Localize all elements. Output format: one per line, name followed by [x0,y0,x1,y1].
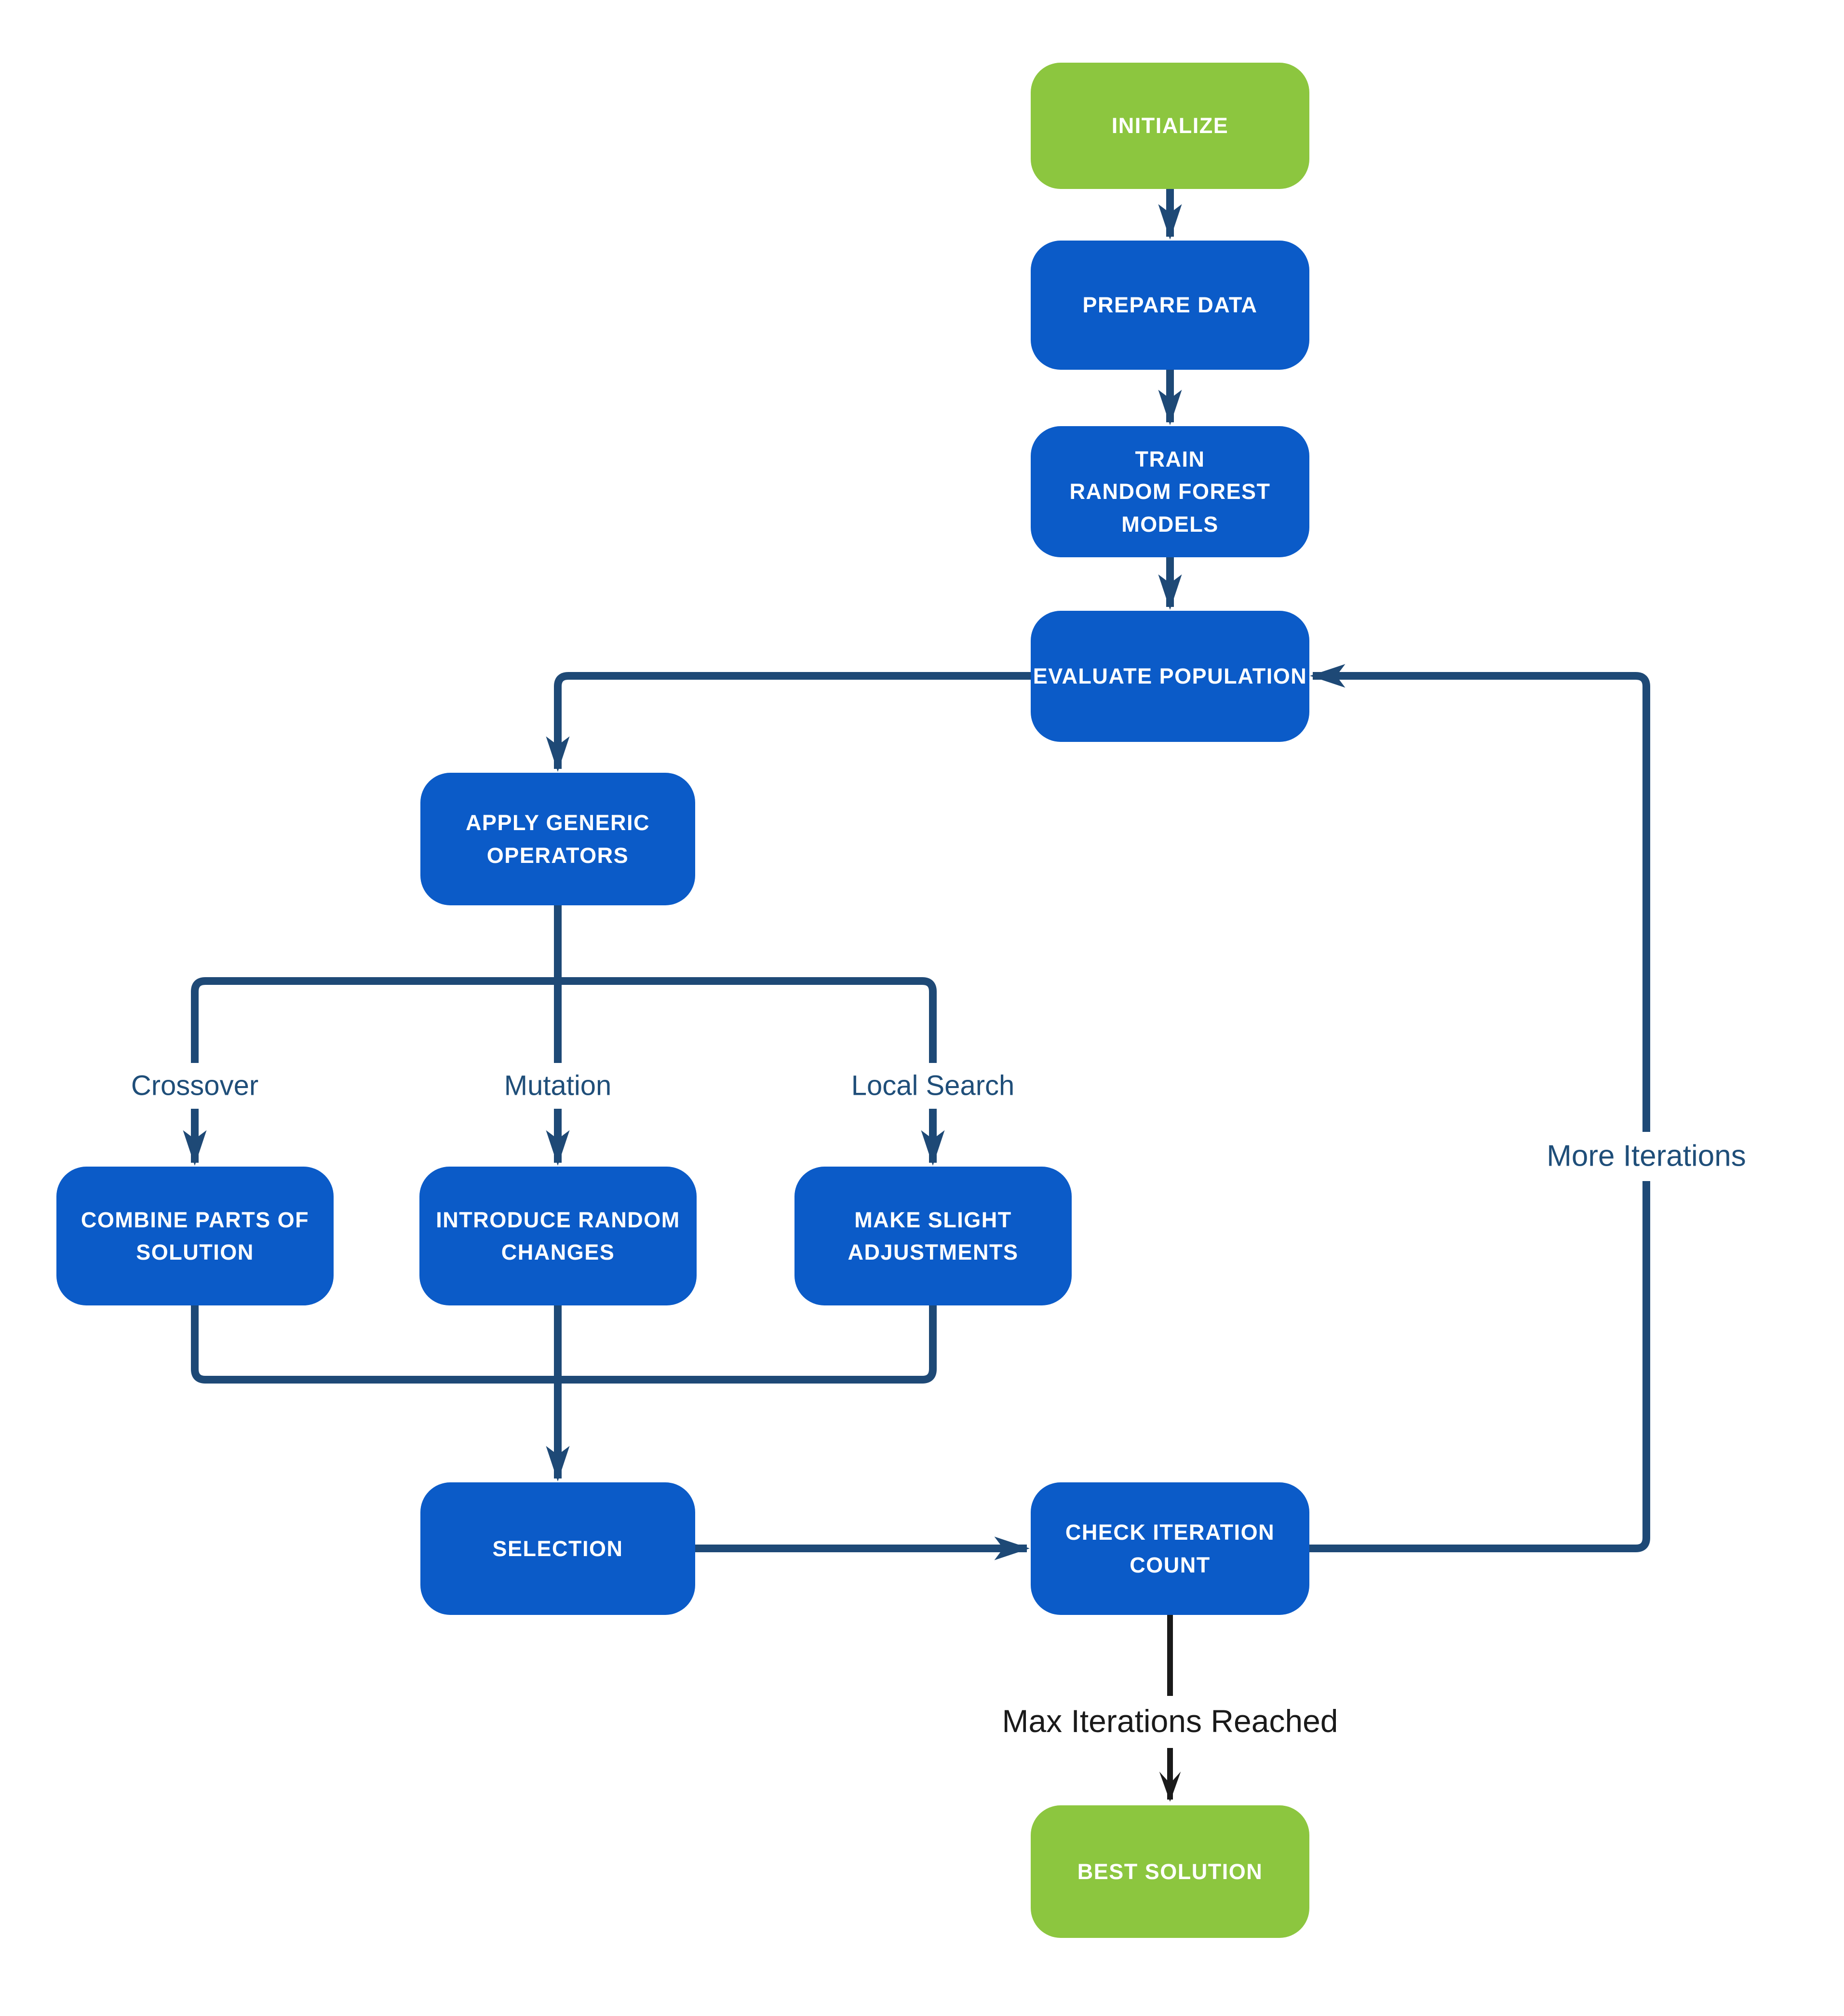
node-apply-generic-operators: APPLY GENERIC OPERATORS [420,773,695,905]
node-make-slight-adjustments: MAKE SLIGHT ADJUSTMENTS [794,1167,1072,1305]
edge-label-max-iterations-reached: Max Iterations Reached [997,1703,1343,1739]
node-line: INTRODUCE RANDOM [436,1207,680,1232]
edge-label-local-search: Local Search [846,1069,1020,1102]
node-line: CHANGES [501,1240,615,1264]
node-line: MODELS [1121,511,1219,537]
edge-label-more-iterations: More Iterations [1542,1139,1751,1173]
node-line: APPLY GENERIC [465,810,650,835]
node-selection: SELECTION [420,1482,695,1615]
node-evaluate-population: EVALUATE POPULATION [1031,611,1309,742]
node-line: MAKE SLIGHT [854,1207,1012,1232]
edge-merge-bar [191,1305,937,1384]
edge-split-bar [191,977,937,1063]
node-line: SOLUTION [136,1240,254,1264]
node-train-random-forest-models: TRAIN RANDOM FOREST MODELS [1031,426,1309,557]
node-line: COMBINE PARTS OF [81,1207,310,1232]
node-combine-parts-of-solution: COMBINE PARTS OF SOLUTION [56,1167,334,1305]
node-line: ADJUSTMENTS [848,1240,1019,1264]
edge-label-crossover: Crossover [126,1069,264,1102]
node-line: RANDOM FOREST [1069,479,1271,504]
edge-check-loop-upper [1309,664,1650,1132]
edge-evaluate-to-apply-generic [546,672,1031,772]
node-line: TRAIN [1135,446,1205,471]
node-initialize: INITIALIZE [1031,63,1309,189]
node-line: OPERATORS [486,843,629,868]
edge-check-loop-lower [1309,1181,1650,1552]
node-best-solution: BEST SOLUTION [1031,1805,1309,1938]
node-introduce-random-changes: INTRODUCE RANDOM CHANGES [419,1167,697,1305]
edge-label-mutation: Mutation [499,1069,617,1102]
node-check-iteration-count: CHECK ITERATION COUNT [1031,1482,1309,1615]
node-prepare-data: PREPARE DATA [1031,241,1309,370]
